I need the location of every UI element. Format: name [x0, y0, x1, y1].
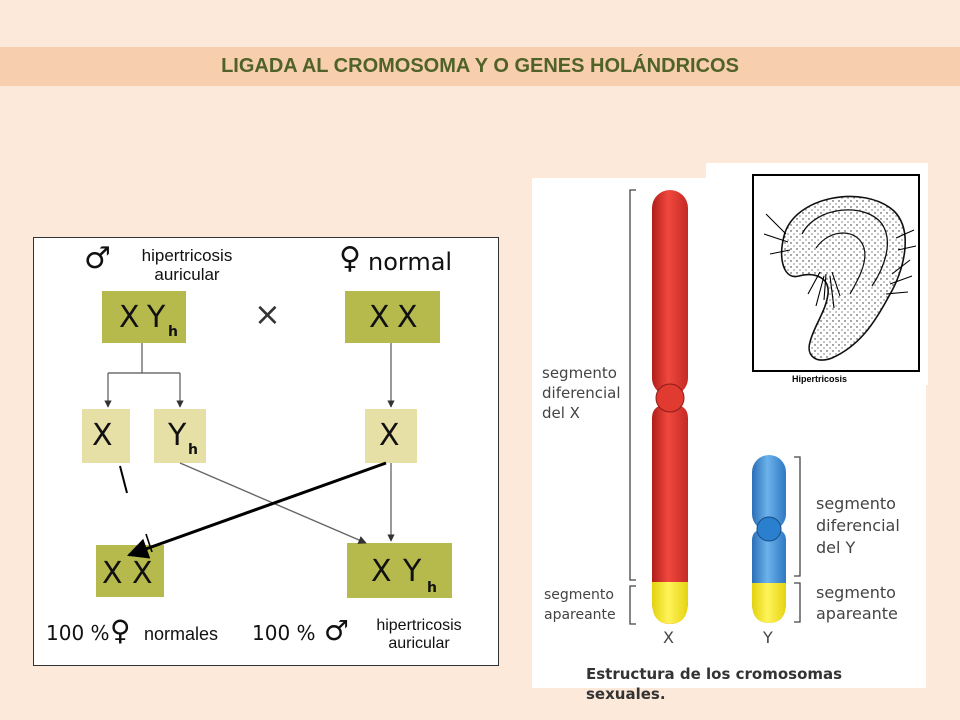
female-x2-allele: X	[397, 300, 418, 335]
y-pair-segment-label: segmento apareante	[816, 583, 898, 623]
ear-outline	[780, 195, 906, 361]
ear-antihelix	[815, 232, 866, 295]
male-x-allele: X	[119, 300, 140, 335]
x-chromosome-letter: X	[663, 628, 674, 647]
summary-male-label: hipertricosis auricular	[376, 617, 462, 652]
y-diff-segment-label: segmento diferencial del Y	[816, 494, 900, 557]
x-pair-bracket	[629, 585, 636, 625]
gamete-male-y: Y h	[154, 409, 206, 463]
female-parent-label: normal	[368, 248, 453, 276]
x-chromosome	[652, 190, 688, 624]
cross-diagram-panel: ♂ hipertricosis auricular ♀ normal X Y h…	[33, 237, 499, 666]
y-pair-bracket	[794, 582, 801, 623]
hairy-ear-drawing	[763, 195, 917, 361]
gamete-x-allele: X	[92, 418, 113, 453]
male-genotype-box: X Y h	[102, 291, 186, 343]
ear-helix	[801, 209, 889, 287]
female-symbol: ♀	[339, 241, 361, 276]
y-diff-bracket	[794, 456, 801, 577]
summary-female-symbol: ♀	[110, 614, 131, 647]
male-y-subscript: h	[168, 324, 178, 340]
female-x1-allele: X	[369, 300, 390, 335]
male-symbol: ♂	[84, 241, 111, 276]
female-genotype-box: X X	[345, 291, 440, 343]
summary-female-label: normales	[144, 624, 219, 644]
summary-male-percent: 100 %	[252, 621, 316, 645]
gamete-female-x: X	[365, 409, 417, 463]
x-diff-segment-label: segmento diferencial del X	[542, 364, 621, 422]
y-centromere	[756, 516, 782, 542]
x-to-daughter-line	[127, 461, 387, 559]
offspring-male-x-allele: X	[371, 554, 392, 589]
summary-male-symbol: ♂	[324, 614, 350, 647]
offspring-male-y-allele: Y	[403, 554, 422, 589]
chromosome-caption: Estructura de los cromosomas sexuales.	[586, 665, 843, 703]
gamete-y-allele: Y	[168, 418, 187, 453]
x-diff-bracket	[629, 189, 636, 581]
male-y-allele: Y	[147, 300, 166, 335]
x-lower-arm	[652, 404, 688, 624]
ear-hair-tufts	[763, 213, 917, 309]
title-band: LIGADA AL CROMOSOMA Y O GENES HOLÁNDRICO…	[0, 47, 960, 86]
x-upper-arm	[652, 190, 688, 396]
male-parent-label: hipertricosis auricular	[141, 246, 233, 284]
y-chromosome	[752, 455, 786, 623]
x-pair-segment-label: segmento apareante	[544, 587, 616, 623]
gamete-male-x: X	[82, 409, 130, 463]
ear-illustration	[752, 174, 920, 372]
x-centromere	[655, 383, 685, 413]
offspring-male-y-subscript: h	[427, 580, 437, 596]
offspring-female-x1-allele: X	[102, 556, 123, 591]
x-pairing-segment	[652, 582, 688, 624]
y-upper-arm	[752, 455, 786, 531]
ear-caption: Hipertricosis	[792, 374, 848, 384]
cross-connectors	[104, 343, 395, 559]
male-branch-lines	[104, 343, 184, 408]
y-chromosome-letter: Y	[763, 628, 773, 647]
offspring-female-x2-allele: X	[132, 556, 153, 591]
father-x-dash	[119, 465, 128, 494]
daughter-x-dash	[145, 533, 153, 553]
gamete-y-subscript: h	[188, 442, 198, 458]
y-pairing-segment	[752, 583, 786, 623]
slide-title: LIGADA AL CROMOSOMA Y O GENES HOLÁNDRICO…	[221, 55, 739, 77]
offspring-male-box: X Y h	[347, 543, 452, 598]
gamete-female-x-allele: X	[379, 418, 400, 453]
cross-symbol: ×	[254, 295, 281, 333]
summary-female-percent: 100 %	[46, 621, 110, 645]
